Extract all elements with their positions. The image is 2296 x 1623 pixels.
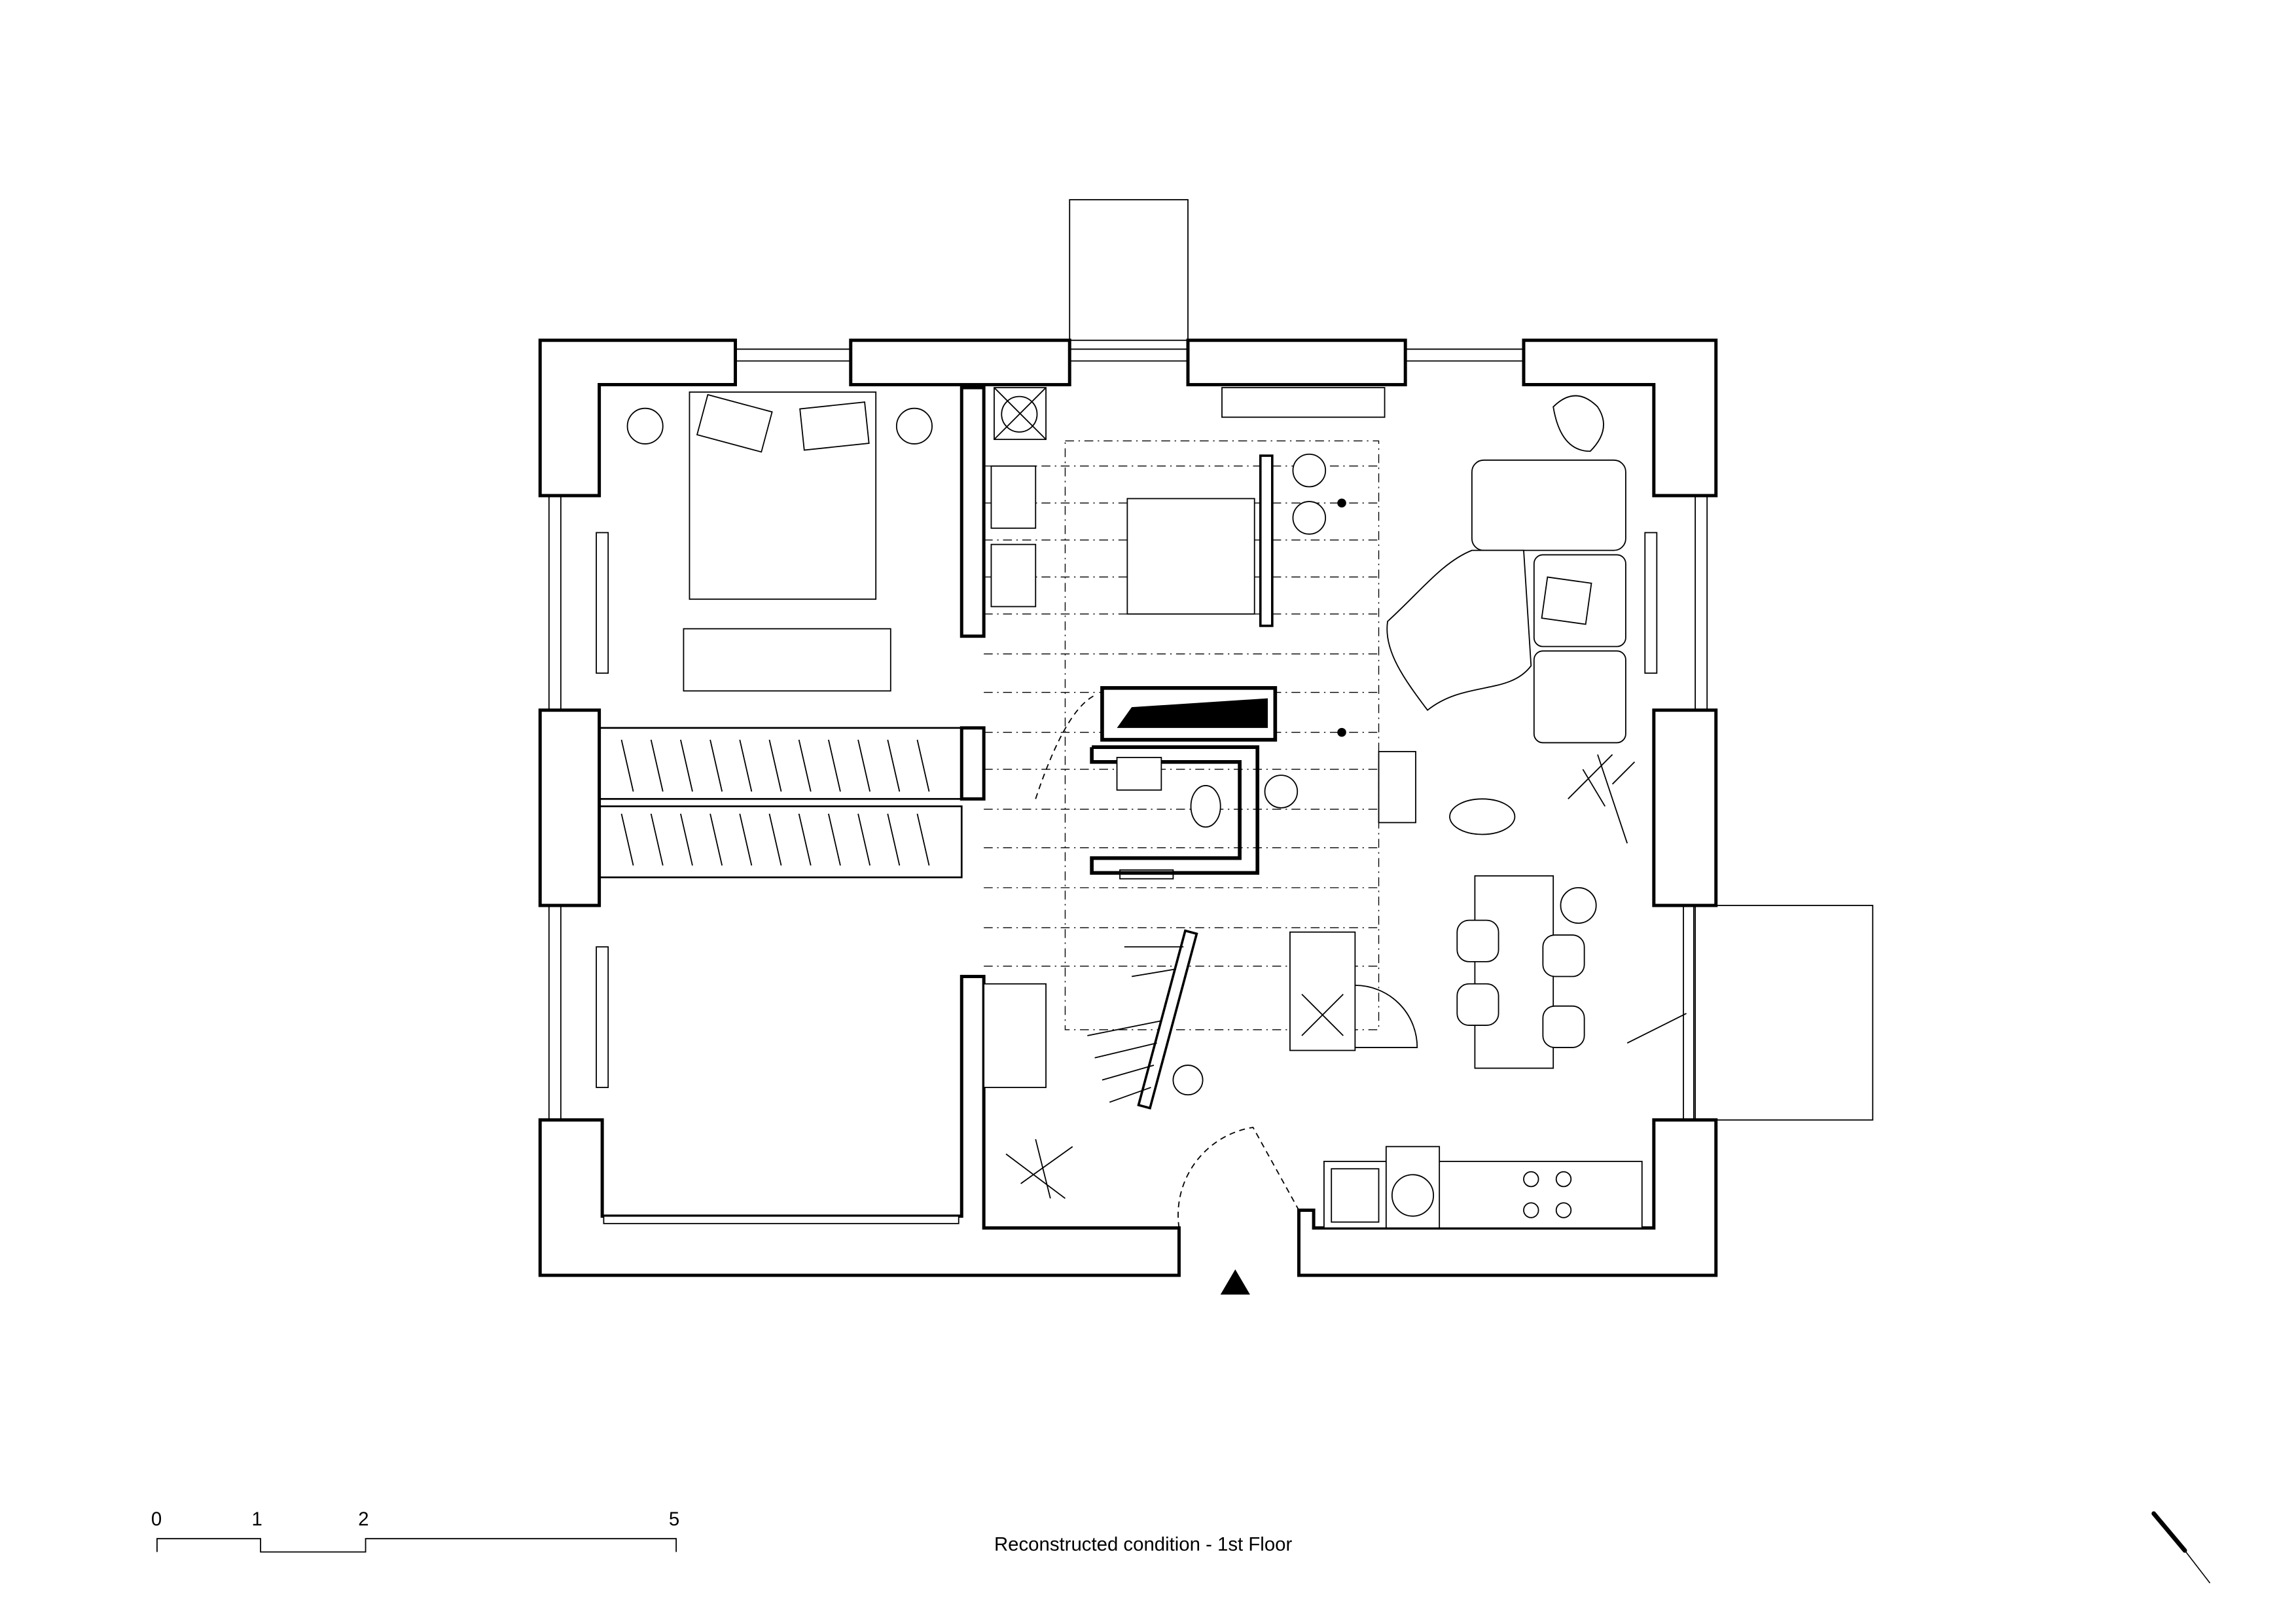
drawing-caption: Reconstructed condition - 1st Floor — [994, 1533, 1293, 1555]
scale-label-2: 2 — [358, 1508, 368, 1530]
scale-label-1: 1 — [252, 1508, 262, 1530]
chimney — [1069, 199, 1189, 341]
bookshelf — [1221, 387, 1386, 418]
balcony — [1693, 905, 1874, 1121]
doors — [1035, 695, 1687, 1228]
wardrobe-hangers — [620, 739, 930, 866]
windows — [548, 348, 1708, 1120]
scale-label-5: 5 — [669, 1508, 679, 1530]
dining-table — [1456, 875, 1597, 1069]
entrance-arrow-icon — [1220, 1269, 1250, 1295]
bench — [1378, 751, 1416, 824]
north-arrow-icon — [2151, 1511, 2211, 1584]
service-box — [1289, 931, 1418, 1051]
rug — [1386, 549, 1532, 711]
kitchen-counter — [1323, 1146, 1643, 1229]
plants — [1005, 395, 1636, 1199]
stair — [983, 929, 1204, 1110]
bed — [626, 391, 933, 692]
walls — [538, 338, 1718, 1277]
scale-bar: 0 1 2 5 — [151, 1508, 679, 1553]
lounge-chair — [1449, 798, 1516, 835]
scale-label-0: 0 — [151, 1508, 162, 1530]
bathroom-core — [990, 387, 1327, 875]
sofa — [1471, 459, 1626, 744]
